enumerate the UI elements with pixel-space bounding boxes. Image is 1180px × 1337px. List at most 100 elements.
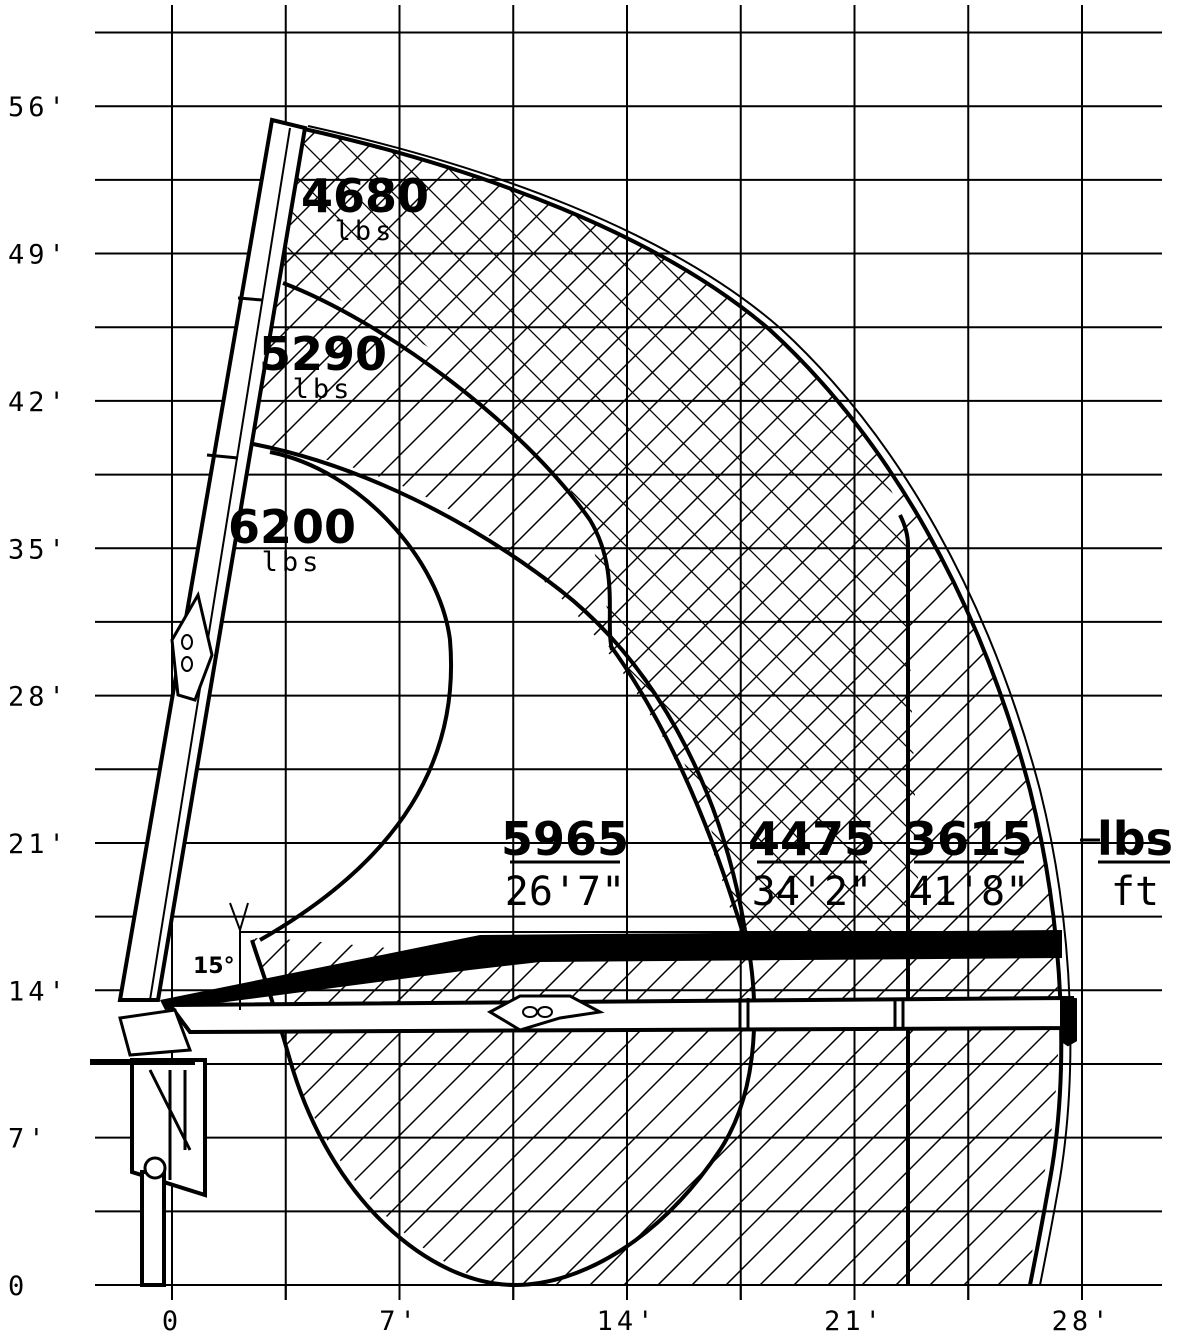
boom-section-line (237, 296, 263, 302)
base-turret (118, 1008, 193, 1057)
reach-load-value: 4475 (748, 812, 876, 866)
reach-load-unit: lbs (1097, 812, 1173, 866)
hatch-line-back (285, 128, 920, 935)
hatch-line (469, 128, 1059, 1285)
hatch-line (775, 128, 1059, 1285)
y-tick-label: 35' (8, 534, 69, 565)
hatch-line (252, 128, 1059, 1285)
hatch-line (401, 128, 1059, 1285)
hatch-line (1047, 128, 1059, 1285)
arm-pin-2 (537, 1006, 553, 1018)
hatch-line (0, 0, 5, 1337)
hatch-line (299, 128, 1059, 1285)
hatch-line (252, 128, 1059, 1285)
hatch-line (252, 128, 618, 1285)
outer-envelope-curve (299, 126, 1064, 1286)
hatch-line (1082, 0, 1180, 1337)
hatch-line-back (1080, 0, 1180, 1337)
hatch-line (1013, 128, 1059, 1285)
x-tick-label: 7' (379, 1306, 420, 1337)
x-tick-label: 14' (597, 1306, 658, 1337)
boom-angle-label: 15° (193, 954, 235, 979)
reach-distance-value: 34'2" (752, 869, 872, 915)
hatch-line (252, 128, 720, 1285)
zone-capacity-value: 6200 (228, 500, 356, 554)
hatch-line-back (285, 128, 920, 935)
hatch-line (537, 128, 1059, 1285)
hatch-line (877, 128, 1059, 1285)
hatch-line-back (679, 128, 920, 935)
zone-6200-boundary (259, 450, 453, 942)
hatch-line-back (479, 128, 920, 935)
hatch-line (252, 128, 516, 1285)
hatch-line (252, 128, 1059, 1285)
base-pivot (143, 1156, 167, 1180)
vertical-boundary-35ft (898, 514, 910, 1285)
hatch-line (252, 128, 788, 1285)
crane-boom (117, 117, 1077, 1047)
hatch-line-back (285, 128, 920, 935)
reach-load-value: 5965 (501, 812, 629, 866)
hatch-line (605, 128, 1059, 1285)
hatch-line (252, 128, 1059, 1285)
hatch-line (265, 128, 1059, 1285)
y-tick-label: 14' (8, 976, 69, 1007)
hatch-line (1150, 0, 1180, 1337)
knuckle-boom-arm (166, 995, 1074, 1035)
hatch-line (707, 128, 1059, 1285)
mast-foot (140, 1170, 166, 1287)
hatch-line (333, 128, 1059, 1285)
main-boom-outer (117, 117, 308, 1002)
hatch-line-back (319, 128, 920, 935)
hatch-line (252, 128, 1059, 1285)
hatch-line (571, 128, 1059, 1285)
zone-capacity-unit: lbs (335, 216, 396, 247)
hatch-line-back (879, 128, 920, 935)
hatch-line (809, 128, 1059, 1285)
hatch-line-back (599, 128, 920, 935)
y-tick-label: 49' (8, 240, 69, 271)
lower-envelope-curve (250, 929, 757, 1288)
x-tick-label: 28' (1052, 1306, 1113, 1337)
x-tick-label: 21' (824, 1306, 885, 1337)
arm-actuator (486, 994, 605, 1032)
hatch-line (843, 128, 1059, 1285)
y-tick-label: 0 (8, 1271, 28, 1302)
hatch-line-back (285, 128, 920, 935)
hatch-line (435, 128, 1059, 1285)
y-tick-label: 21' (8, 829, 69, 860)
arm-joint (738, 998, 750, 1028)
hatch-line (252, 128, 1059, 1285)
y-tick-label: 28' (8, 682, 69, 713)
boom-section-line-2 (206, 453, 239, 460)
boom-tip-hook (1060, 995, 1077, 1047)
zone-outlines (250, 125, 1072, 1288)
boom-inner-line (149, 127, 291, 1001)
grid-lines (95, 5, 1162, 1300)
hatch-line (252, 128, 754, 1285)
hatch-line-back (919, 128, 920, 935)
hatch-line-back (1000, 0, 1180, 1337)
hatch-line-back (359, 128, 920, 935)
hatch-line-back (1120, 0, 1180, 1337)
hatch-line (945, 128, 1059, 1285)
zone-capacity-value: 4680 (301, 169, 429, 223)
hatch-line-back (759, 128, 920, 935)
x-tick-label: 0 (162, 1306, 182, 1337)
zone-capacity-unit: lbs (293, 374, 354, 405)
hatch-line (1116, 0, 1180, 1337)
hatch-line (911, 128, 1059, 1285)
hatch-line-back (439, 128, 920, 935)
hatch-line (252, 128, 1059, 1285)
hatch-line (252, 128, 550, 1285)
zone-4680-boundary (282, 281, 614, 651)
knuckle-boom-extension (160, 930, 1062, 1010)
reach-distance-unit: ft (1111, 869, 1159, 915)
hatch-line (673, 128, 1059, 1285)
hatch-line (252, 128, 652, 1285)
zone-5290-boundary (252, 442, 747, 931)
y-tick-label: 42' (8, 387, 69, 418)
